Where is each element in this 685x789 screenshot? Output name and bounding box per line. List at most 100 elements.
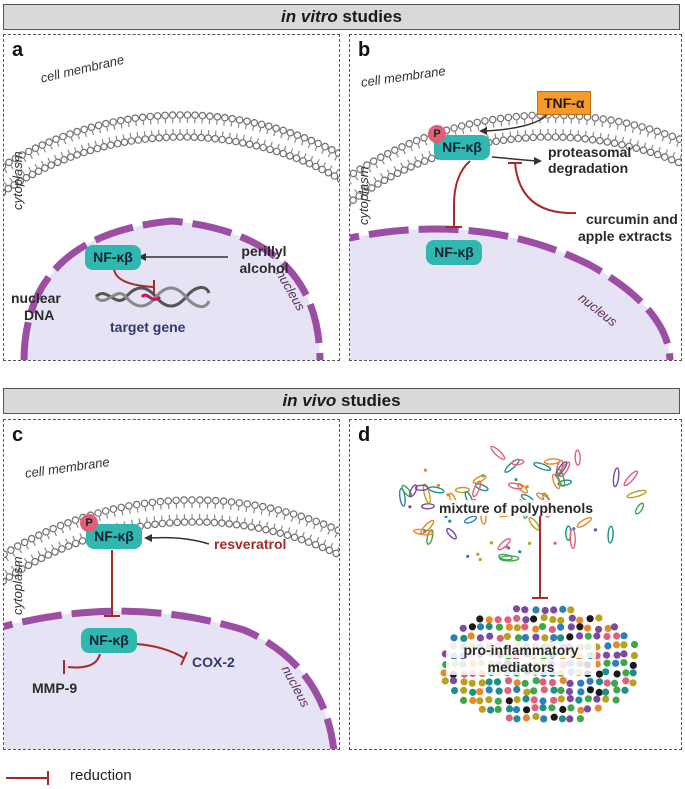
lipid-head	[22, 173, 31, 182]
lipid-head	[350, 169, 358, 178]
lipid-tail	[327, 152, 332, 158]
lipid-head	[206, 112, 214, 121]
polyphenol-molecule	[414, 484, 429, 492]
lipid-head	[73, 151, 82, 159]
mediator-dot	[478, 705, 486, 713]
panel-a: a cell membrane cytoplasm nucleus NF-κβ …	[3, 34, 340, 361]
lipid-head	[64, 542, 73, 550]
reduction-line	[135, 643, 185, 659]
polyphenol-dot	[544, 493, 548, 498]
lipid-head	[529, 133, 538, 142]
lipid-tail	[152, 505, 154, 511]
lipid-head	[520, 112, 529, 120]
polyphenol-molecule	[528, 517, 541, 531]
dna-label: DNA	[24, 307, 55, 323]
lipid-tail	[517, 130, 519, 136]
polyphenol-dot	[518, 550, 522, 554]
lipid-head	[324, 168, 333, 177]
lipid-head	[188, 518, 196, 526]
mediator-dot	[622, 669, 630, 677]
curcumin-label: curcumin and	[586, 211, 678, 227]
lipid-tail	[273, 523, 276, 529]
lipid-tail	[138, 518, 141, 524]
lipid-tail	[115, 135, 118, 141]
lipid-head	[607, 116, 615, 125]
lipid-tail	[258, 520, 261, 526]
nfkb-pill-top: NF-κβ	[434, 135, 490, 160]
phospho-badge: P	[80, 514, 98, 532]
lipid-tail	[461, 128, 465, 134]
lipid-tail	[631, 127, 635, 133]
lipid-tail	[15, 173, 20, 179]
mediator-dot	[469, 688, 477, 696]
mediator-dot	[541, 606, 549, 615]
arrowhead	[534, 157, 542, 165]
lipid-tail	[354, 175, 359, 181]
lipid-head	[599, 115, 608, 123]
polyphenol-molecule	[498, 555, 520, 562]
lipid-tail	[300, 140, 304, 146]
lipid-head	[240, 521, 248, 530]
lipid-head	[232, 520, 241, 529]
lipid-tail	[381, 159, 385, 165]
lipid-tail	[307, 143, 311, 149]
mediator-dot	[521, 634, 530, 642]
lipid-tail	[643, 142, 647, 148]
lipid-tail	[330, 542, 334, 548]
lipid-tail	[297, 150, 300, 156]
mediator-dot	[485, 616, 493, 624]
lipid-tail	[263, 139, 266, 145]
polyphenol-molecule	[446, 527, 457, 540]
mediator-dot	[541, 634, 549, 642]
polyphenol-dot	[408, 505, 412, 509]
lipid-tail	[91, 130, 95, 136]
lipid-head	[290, 533, 299, 542]
lipid-head	[559, 133, 567, 142]
mediator-dot	[459, 624, 467, 632]
lipid-tail	[256, 137, 259, 144]
polyphenol-molecule	[576, 516, 593, 528]
mediator-dot	[566, 679, 574, 687]
polyphenol-molecule	[569, 528, 576, 549]
mediator-dot	[505, 697, 513, 705]
lipid-head	[161, 111, 169, 120]
mediator-dot	[539, 678, 547, 686]
lipid-head	[536, 133, 545, 141]
lipid-head	[80, 125, 89, 134]
degradation-arrow	[491, 156, 537, 162]
lipid-tail	[143, 131, 146, 137]
lipid-head	[376, 153, 385, 162]
lipid-tail	[113, 511, 116, 518]
lipid-tail	[323, 539, 327, 545]
lipid-head	[211, 134, 219, 143]
mediator-dot	[611, 679, 619, 687]
lipid-tail	[636, 140, 639, 146]
lipid-tail	[668, 138, 672, 145]
lipid-head	[203, 518, 211, 527]
mediator-dot	[550, 606, 558, 614]
lipid-tail	[228, 132, 231, 138]
mediator-dot	[505, 623, 513, 631]
mediator-dot	[630, 640, 639, 649]
cox2-label: COX-2	[192, 654, 235, 670]
lipid-head	[196, 496, 204, 504]
mediator-dot	[540, 686, 548, 694]
mediator-dot	[504, 677, 513, 685]
lipid-tail	[252, 125, 255, 131]
banner-rest: studies	[336, 391, 401, 410]
lipid-tail	[58, 541, 62, 547]
banner-italic: in vivo	[282, 391, 337, 410]
lipid-head	[293, 131, 302, 140]
lipid-tail	[586, 119, 588, 125]
lipid-head	[393, 169, 402, 178]
lipid-head	[297, 535, 306, 544]
mediator-dot	[522, 616, 530, 624]
polyphenol-molecule	[426, 529, 434, 545]
lipid-tail	[47, 157, 51, 163]
mediator-dot	[567, 606, 575, 614]
lipid-head	[297, 512, 306, 521]
lipid-head	[566, 133, 575, 142]
lipid-head	[134, 136, 143, 144]
lipid-tail	[624, 126, 627, 132]
lipid-tail	[629, 138, 632, 144]
